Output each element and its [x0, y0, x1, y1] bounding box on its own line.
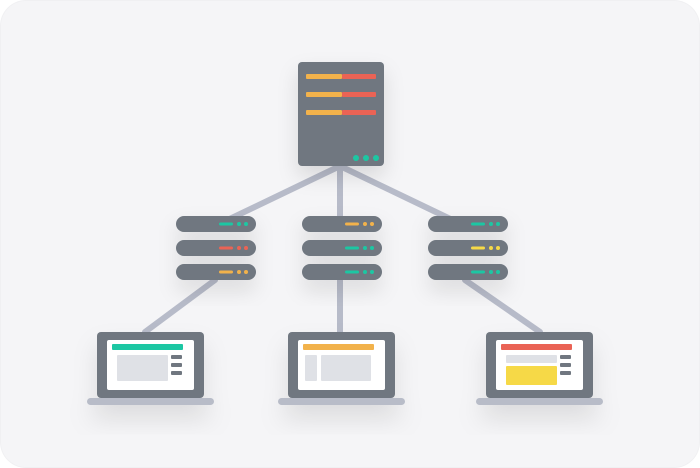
rack-2-unit-3-status-light-1 [363, 270, 367, 274]
laptop-3-side-item-2 [560, 363, 571, 367]
rack-2-unit-3-status-light-2 [370, 270, 374, 274]
laptop-2-sidebar-panel [305, 355, 317, 381]
rack-1-unit-1 [176, 216, 256, 232]
laptop-1-side-item-1 [171, 355, 182, 359]
rack-3-unit-3-status-light-2 [496, 270, 500, 274]
rack-2-unit-3 [302, 264, 382, 280]
laptop-2-content-panel [321, 355, 371, 381]
rack-1-unit-1-status-bar [219, 222, 233, 226]
server-rack-1 [176, 216, 256, 280]
main-server-bar-right-2 [342, 92, 376, 97]
rack-1-unit-1-status-light-2 [244, 222, 248, 226]
client-laptop-3 [476, 332, 603, 405]
rack-3-unit-3-status-bar [471, 270, 485, 274]
main-server-bar-left-2 [306, 92, 342, 97]
laptop-1-screen-header [112, 344, 183, 350]
rack-3-unit-2 [428, 240, 508, 256]
rack-2-unit-1 [302, 216, 382, 232]
rack-3-unit-1 [428, 216, 508, 232]
rack-3-unit-1-status-bar [471, 222, 485, 226]
rack-1-unit-2-status-light-1 [237, 246, 241, 250]
rack-1-unit-3 [176, 264, 256, 280]
laptop-1-side-item-3 [171, 371, 182, 375]
laptop-1-content-panel [117, 355, 168, 381]
main-server-bar-left-3 [306, 110, 342, 115]
laptop-3-highlight-block [506, 366, 557, 385]
main-server-bars [306, 74, 376, 115]
laptop-3-top-panel [506, 355, 557, 363]
main-server-bar-right-3 [342, 110, 376, 115]
rack-3-unit-2-status-light-1 [489, 246, 493, 250]
laptop-3-side-item-1 [560, 355, 571, 359]
main-server-status-light-2 [363, 155, 369, 161]
client-laptop-2 [278, 332, 405, 405]
rack-1-unit-3-status-light-2 [244, 270, 248, 274]
link-rack-right-to-laptop-right [462, 277, 543, 335]
main-server-status-light-3 [373, 155, 379, 161]
server-racks [176, 216, 508, 280]
rack-1-unit-3-status-light-1 [237, 270, 241, 274]
rack-2-unit-1-status-bar [345, 222, 359, 226]
rack-3-unit-2-status-light-2 [496, 246, 500, 250]
rack-1-unit-2 [176, 240, 256, 256]
laptop-3-side-item-3 [560, 371, 571, 375]
rack-3-unit-2-status-bar [471, 246, 485, 250]
rack-2-unit-2-status-bar [345, 246, 359, 250]
rack-1-unit-1-status-light-1 [237, 222, 241, 226]
rack-2-unit-1-status-light-1 [363, 222, 367, 226]
client-laptops [87, 332, 603, 405]
rack-2-unit-2 [302, 240, 382, 256]
laptop-2-screen-header [303, 344, 374, 350]
rack-2-unit-1-status-light-2 [370, 222, 374, 226]
server-rack-2 [302, 216, 382, 280]
server-rack-3 [428, 216, 508, 280]
main-server-bar-left-1 [306, 74, 342, 79]
laptop-1-base [87, 398, 214, 405]
main-server-status-light-1 [353, 155, 359, 161]
laptop-1-side-item-2 [171, 363, 182, 367]
rack-1-unit-3-status-bar [219, 270, 233, 274]
rack-2-unit-2-status-light-2 [370, 246, 374, 250]
rack-3-unit-1-status-light-1 [489, 222, 493, 226]
rack-2-unit-3-status-bar [345, 270, 359, 274]
laptop-2-base [278, 398, 405, 405]
laptop-3-base [476, 398, 603, 405]
main-server [298, 62, 384, 166]
rack-3-unit-3-status-light-1 [489, 270, 493, 274]
rack-3-unit-3 [428, 264, 508, 280]
rack-1-unit-2-status-bar [219, 246, 233, 250]
laptop-3-screen-header [501, 344, 572, 350]
rack-2-unit-2-status-light-1 [363, 246, 367, 250]
rack-1-unit-2-status-light-2 [244, 246, 248, 250]
main-server-indicators [353, 155, 379, 161]
rack-3-unit-1-status-light-2 [496, 222, 500, 226]
client-laptop-1 [87, 332, 214, 405]
main-server-bar-right-1 [342, 74, 376, 79]
link-rack-left-to-laptop-left [142, 277, 218, 335]
